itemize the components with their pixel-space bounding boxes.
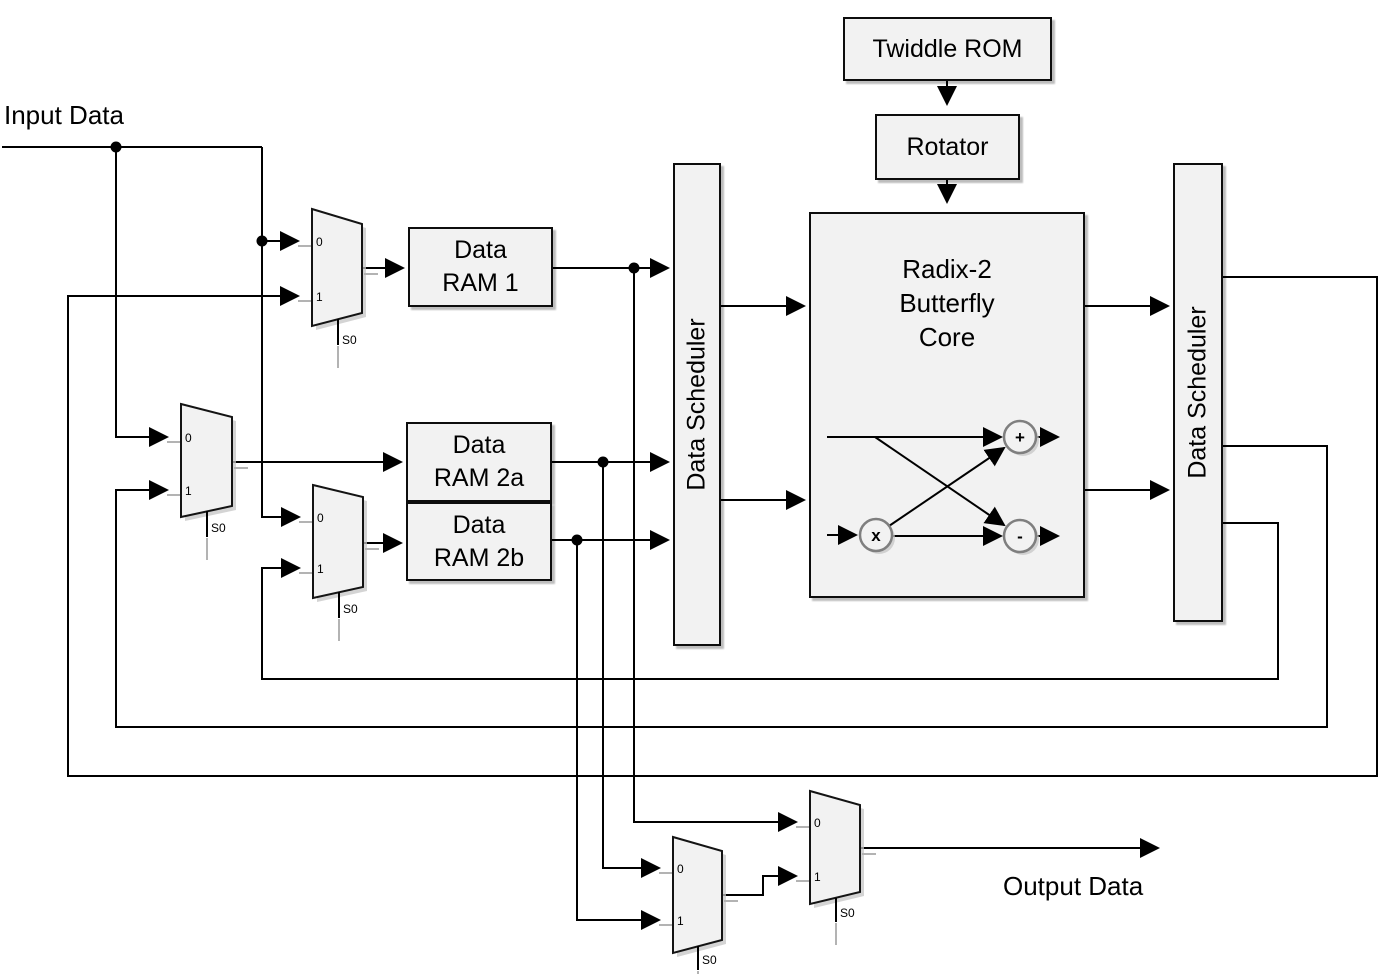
- data-ram-2a-box: Data RAM 2a: [406, 422, 552, 502]
- mux5-shape: [809, 789, 861, 906]
- data-ram-2b-label-line1: Data: [452, 510, 506, 539]
- mux1-in1-label: 1: [316, 290, 323, 304]
- mux3-select-label: S0: [343, 602, 358, 616]
- mux1-shadow: [316, 213, 366, 330]
- data-ram-1-label: Data RAM 1: [442, 234, 518, 300]
- rotator-box: Rotator: [875, 114, 1020, 180]
- mux2-shadow: [185, 408, 236, 521]
- data-ram-2a-label-line1: Data: [452, 431, 506, 459]
- butterfly-core-label-line2: Butterfly: [899, 288, 995, 318]
- wire-ram2a-to-mux4-in0: [602, 462, 661, 878]
- butterfly-core-label-line3: Core: [918, 322, 976, 352]
- data-ram-2b-label-line2: RAM 2b: [433, 543, 525, 572]
- butterfly-core-label-line1: Radix-2: [902, 254, 992, 284]
- mux2-in1-label: 1: [185, 484, 192, 498]
- wire-input-to-mux2-in0: [115, 147, 169, 447]
- mux5-select-label: S0: [840, 906, 855, 920]
- mux4-shadow: [677, 841, 726, 957]
- data-ram-2b-box: Data RAM 2b: [406, 502, 552, 581]
- mux1-in0-label: 0: [316, 235, 323, 249]
- mux3-in1-label: 1: [317, 562, 324, 576]
- data-scheduler-left-box: Data Scheduler: [673, 163, 721, 646]
- data-ram-1-label-line2: RAM 1: [442, 269, 519, 297]
- input-data-label: Input Data: [4, 100, 124, 130]
- mux4-output-select-a: 0 1 S0: [659, 835, 738, 974]
- mux2-shape: [180, 402, 233, 519]
- data-ram-1-label-line1: Data: [454, 236, 507, 264]
- mux1-select-label: S0: [342, 333, 357, 347]
- data-ram-2a-label-line2: RAM 2a: [433, 464, 525, 492]
- data-scheduler-left-label: Data Scheduler: [682, 318, 711, 491]
- junction-input-2: [256, 235, 268, 247]
- mux3-in0-label: 0: [317, 511, 324, 525]
- mux1-shape: [311, 207, 363, 328]
- mux5-output-select-b: 0 1 S0: [796, 789, 876, 945]
- mux2-select-label: S0: [211, 521, 226, 535]
- data-ram-2b-label: Data RAM 2b: [434, 509, 524, 575]
- wire-mux4-to-mux5-in1: [722, 866, 798, 896]
- wire-ram2b-to-mux4-in1: [576, 540, 661, 930]
- junction-dots: [110, 141, 640, 546]
- butterfly-core-label: Radix-2 Butterfly Core: [899, 252, 994, 354]
- data-ram-2a-label: Data RAM 2a: [434, 429, 524, 495]
- data-ram-1-box: Data RAM 1: [408, 227, 553, 307]
- rotator-label: Rotator: [906, 132, 989, 161]
- twiddle-rom-label: Twiddle ROM: [872, 34, 1023, 63]
- mux3-shape: [312, 483, 364, 600]
- wire-input-to-mux3-in0: [261, 147, 301, 527]
- mux2-in0-label: 0: [185, 431, 192, 445]
- data-scheduler-right-label: Data Scheduler: [1183, 306, 1212, 479]
- mux5-in1-label: 1: [814, 870, 821, 884]
- mux4-select-label: S0: [702, 953, 717, 967]
- butterfly-core-box: Radix-2 Butterfly Core: [809, 212, 1085, 598]
- junction-input-1: [110, 141, 122, 153]
- mux5-shadow: [814, 795, 864, 908]
- output-data-label: Output Data: [1003, 871, 1144, 901]
- mux4-shape: [672, 835, 723, 955]
- mux3-ram2b-input-select: 0 1 S0: [299, 483, 379, 641]
- mux4-in1-label: 1: [677, 914, 684, 928]
- mux2-ram2a-input-select: 0 1 S0: [167, 402, 248, 560]
- junction-ram2b-out: [571, 534, 583, 546]
- mux3-shadow: [317, 489, 367, 602]
- mux4-in0-label: 0: [677, 862, 684, 876]
- data-scheduler-right-box: Data Scheduler: [1173, 163, 1223, 622]
- mux5-in0-label: 0: [814, 816, 821, 830]
- wire-feedback-to-mux2-in1: [115, 445, 1328, 728]
- junction-ram1-out: [628, 262, 640, 274]
- twiddle-rom-box: Twiddle ROM: [843, 17, 1052, 81]
- mux1-ram1-input-select: 0 1 S0: [298, 207, 378, 368]
- junction-ram2a-out: [597, 456, 609, 468]
